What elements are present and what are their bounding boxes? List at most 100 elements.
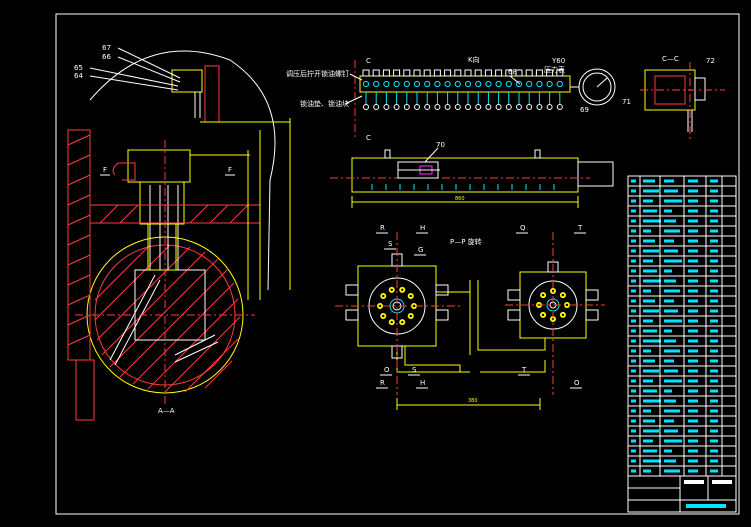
table-cell-name — [664, 179, 674, 183]
table-cell-name — [664, 319, 682, 323]
part-69: 69 — [580, 106, 589, 114]
part-70: 70 — [436, 141, 445, 149]
table-cell-name — [664, 399, 676, 403]
section-mark: Q — [520, 224, 526, 232]
table-cell-name — [664, 209, 672, 213]
section-mark: R — [380, 379, 385, 387]
table-cell-material — [710, 299, 718, 303]
table-cell-index — [631, 299, 636, 303]
table-cell-index — [631, 209, 636, 213]
table-cell-code — [643, 399, 661, 403]
note-2: 锁油垫、锁油块 — [300, 99, 349, 108]
table-cell-name — [664, 329, 672, 333]
manifold-bolt-icon — [444, 69, 452, 110]
cylinder-block — [127, 149, 191, 183]
table-cell-index — [631, 239, 636, 243]
title-block — [627, 475, 737, 513]
table-cell-material — [710, 219, 718, 223]
table-cell-name — [664, 429, 678, 433]
table-cell-code — [643, 209, 657, 213]
table-cell-qty — [688, 469, 698, 473]
table-cell-code — [643, 359, 655, 363]
table-cell-index — [631, 259, 636, 263]
table-cell-index — [631, 369, 636, 373]
table-cell-qty — [688, 279, 698, 283]
part-64: 64 — [74, 72, 83, 80]
table-cell-material — [710, 289, 718, 293]
table-cell-name — [664, 339, 676, 343]
table-cell-index — [631, 419, 636, 423]
table-cell-name — [664, 359, 674, 363]
mark-f-left: F — [103, 166, 107, 174]
part-65: 65 — [74, 64, 83, 72]
table-cell-code — [643, 219, 661, 223]
port-icon — [399, 286, 406, 293]
manifold-bolt-icon — [535, 69, 543, 110]
table-cell-index — [631, 199, 636, 203]
section-mark: T — [577, 224, 583, 232]
port-icon — [559, 311, 566, 318]
table-cell-qty — [688, 249, 698, 253]
table-cell-name — [664, 449, 672, 453]
pressure-label: 压力表 — [544, 65, 565, 74]
manifold-bolt-icon — [525, 69, 533, 110]
table-cell-index — [631, 179, 636, 183]
table-cell-material — [710, 259, 718, 263]
part-67: 67 — [102, 44, 111, 52]
table-cell-qty — [688, 389, 698, 393]
section-mark: R — [380, 224, 385, 232]
table-cell-qty — [688, 339, 698, 343]
manifold-bolt-icon — [515, 69, 523, 110]
manifold-bolt-icon — [474, 69, 482, 110]
table-cell-code — [643, 299, 655, 303]
table-cell-index — [631, 289, 636, 293]
table-cell-code — [643, 229, 651, 233]
table-cell-code — [643, 409, 651, 413]
table-cell-qty — [688, 359, 698, 363]
table-cell-qty — [688, 179, 698, 183]
manifold-bolt-icon — [382, 69, 390, 110]
table-cell-name — [664, 229, 680, 233]
table-cell-qty — [688, 299, 698, 303]
table-cell-qty — [688, 199, 698, 203]
k-view: K向 C C 调压后拧开锁油螺钉 锁油垫、锁油块 68 Y60 压力表 69 C… — [286, 55, 725, 142]
table-cell-material — [710, 359, 718, 363]
table-cell-material — [710, 459, 718, 463]
table-cell-material — [710, 179, 718, 183]
pressure-y60: Y60 — [551, 57, 565, 65]
manifold-bolt-icon — [433, 69, 441, 110]
table-cell-index — [631, 249, 636, 253]
table-cell-index — [631, 449, 636, 453]
table-cell-code — [643, 349, 651, 353]
table-cell-material — [710, 329, 718, 333]
table-cell-name — [664, 249, 678, 253]
table-cell-material — [710, 229, 718, 233]
table-cell-index — [631, 229, 636, 233]
table-cell-index — [631, 189, 636, 193]
table-cell-material — [710, 339, 718, 343]
note-1: 调压后拧开锁油螺钉 — [286, 69, 349, 78]
table-cell-name — [664, 219, 676, 223]
table-cell-name — [664, 309, 678, 313]
table-cell-index — [631, 269, 636, 273]
manifold-bolt-icon — [484, 69, 492, 110]
section-mark: O — [574, 379, 580, 387]
table-cell-index — [631, 389, 636, 393]
table-cell-material — [710, 469, 718, 473]
table-cell-material — [710, 429, 718, 433]
table-cell-material — [710, 379, 718, 383]
part-66: 66 — [102, 53, 111, 61]
table-cell-code — [643, 239, 655, 243]
manifold-bolt-icon — [413, 69, 421, 110]
mark-c-top: C — [366, 57, 371, 65]
pp-title: P—P 旋转 — [450, 237, 482, 246]
table-cell-code — [643, 469, 651, 473]
table-cell-name — [664, 259, 682, 263]
table-cell-index — [631, 319, 636, 323]
table-cell-material — [710, 389, 718, 393]
table-cell-code — [643, 369, 659, 373]
table-cell-code — [643, 289, 651, 293]
table-cell-code — [643, 279, 661, 283]
table-cell-name — [664, 269, 672, 273]
